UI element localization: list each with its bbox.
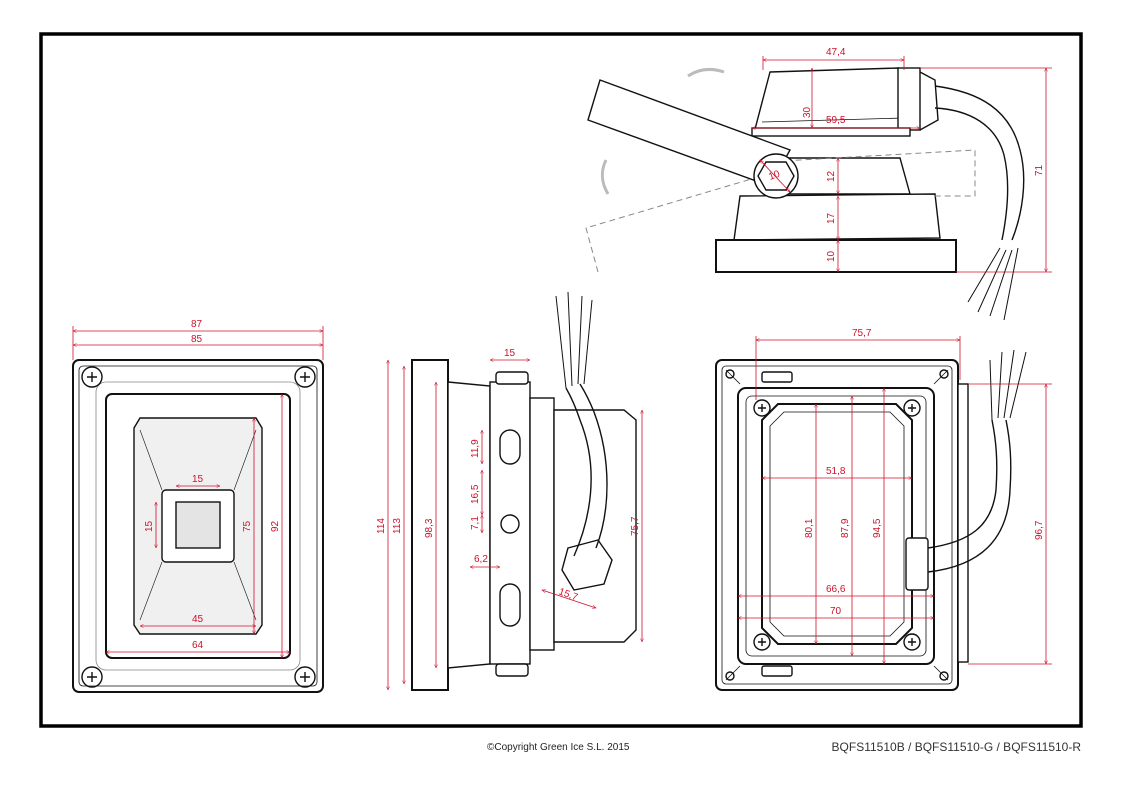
dim-led-width: 15 [192,474,204,485]
screw-icon [294,666,316,688]
dim-slot-gap: 16,5 [470,484,481,504]
drawing-frame [39,32,1083,728]
screw-icon [903,633,921,651]
back-view [715,349,1027,691]
dim-total-height: 96,7 [1034,520,1045,540]
side-view-dimensions [388,360,642,690]
dim-top-width: 47,4 [826,47,846,58]
dim-height-3: 94,5 [872,518,883,538]
dim-lens-height: 75 [242,520,253,532]
dim-hole: 7,1 [470,516,481,530]
dim-bottom-width: 70 [830,606,842,617]
dim-slot: 11,9 [470,439,481,458]
dim-height-2: 87,9 [840,518,851,538]
dim-window-width: 64 [192,640,204,651]
dim-right-height: 75,7 [630,516,641,536]
front-view [72,359,324,693]
dim-mid-width: 59,5 [826,115,846,126]
dim-frame-height: 113 [392,518,403,534]
dim-head-height: 30 [802,106,813,118]
dim-base-height: 17 [826,212,837,224]
dim-outer-width: 87 [191,319,203,330]
front-view-dimensions [72,326,324,658]
dim-inner-width: 85 [191,334,203,345]
screw-icon [753,399,771,417]
side-view-tilt [585,67,1025,321]
dim-body-height: 92 [270,520,281,532]
screw-icon [81,366,103,388]
model-numbers: BQFS11510B / BQFS11510-G / BQFS11510-R [831,740,1081,754]
dim-pitch: 6,2 [474,554,488,565]
screw-icon [294,366,316,388]
dim-back-width: 75,7 [852,328,872,339]
dim-neck-height: 12 [826,170,837,182]
dim-total-height: 114 [376,518,387,534]
dim-body-height: 98,3 [424,518,435,538]
screw-icon [753,633,771,651]
dim-bolt: 10 [767,169,782,183]
dim-inner-width: 51,8 [826,466,846,477]
side-view-tilt-dimensions [752,56,1052,273]
side-view [411,291,637,691]
dim-bracket: 15 [504,348,516,359]
dim-led-height: 15 [144,520,155,532]
copyright-text: ©Copyright Green Ice S.L. 2015 [487,742,630,753]
dim-lower-width: 66,6 [826,584,846,595]
back-view-dimensions [738,336,1052,665]
screw-icon [903,399,921,417]
dim-height-1: 80,1 [804,518,815,538]
screw-icon [81,666,103,688]
dim-plate-height: 10 [826,250,837,262]
dim-total-height: 71 [1034,164,1045,176]
dim-lens-bottom: 45 [192,614,204,625]
